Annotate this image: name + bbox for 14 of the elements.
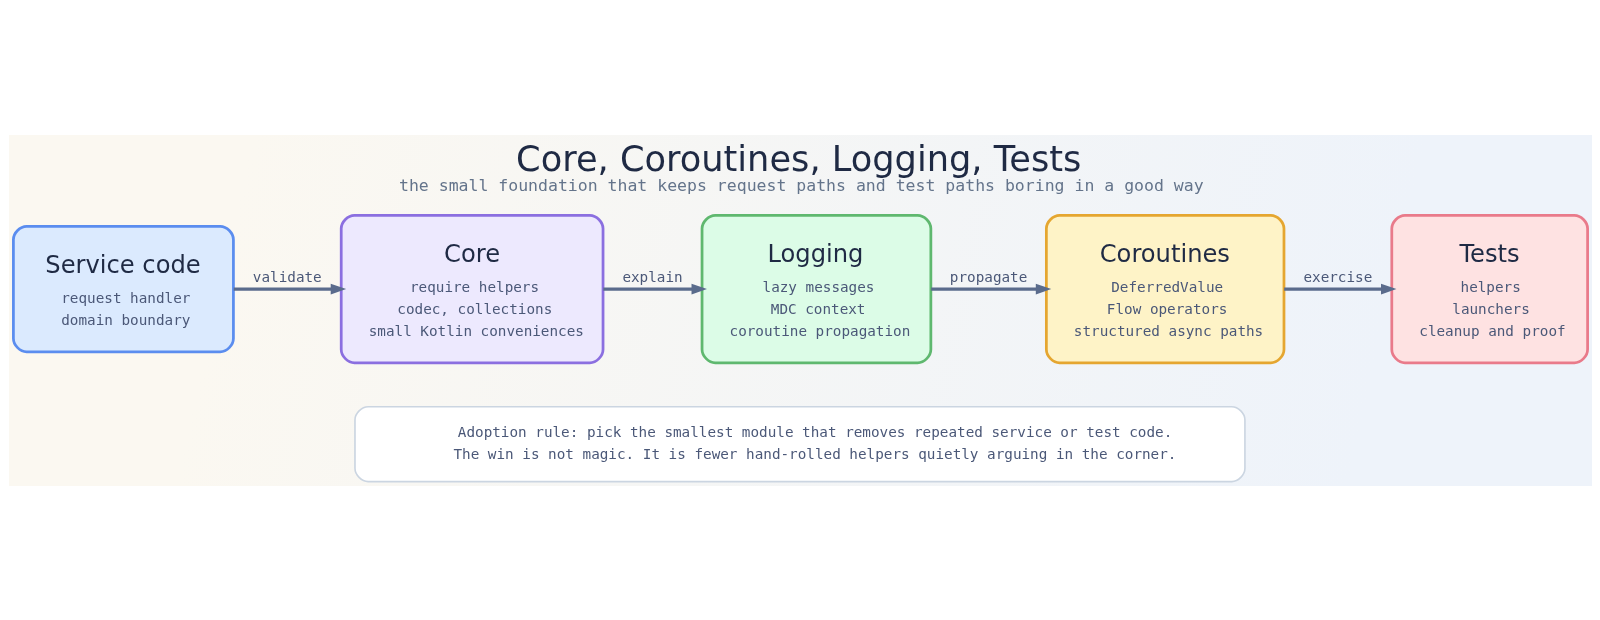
edge-label: exercise — [1302, 268, 1372, 285]
node-box: Core require helpers codec, collections small Kotlin conveniences — [339, 213, 604, 364]
arrow — [1283, 283, 1396, 294]
edge-label: validate — [252, 268, 322, 285]
node-box: Adoption rule: pick the smallest module that removes repeated service or test code. The win is not magic. It is fewer hand-rolled helpers quietly arguing in the corner. — [353, 405, 1246, 482]
node-box: Logging lazy messages MDC context coroutine propagation — [700, 213, 932, 364]
node-box: Service code request handler domain boundary — [11, 224, 235, 353]
edge-label: explain — [621, 268, 683, 285]
node-box: Tests helpers launchers cleanup and proof — [1389, 213, 1589, 364]
arrow — [602, 283, 707, 294]
node-box: Coroutines DeferredValue Flow operators structured async paths — [1044, 213, 1285, 364]
arrow — [930, 283, 1051, 294]
edge-label: propagate — [949, 268, 1027, 285]
arrow — [233, 283, 346, 294]
